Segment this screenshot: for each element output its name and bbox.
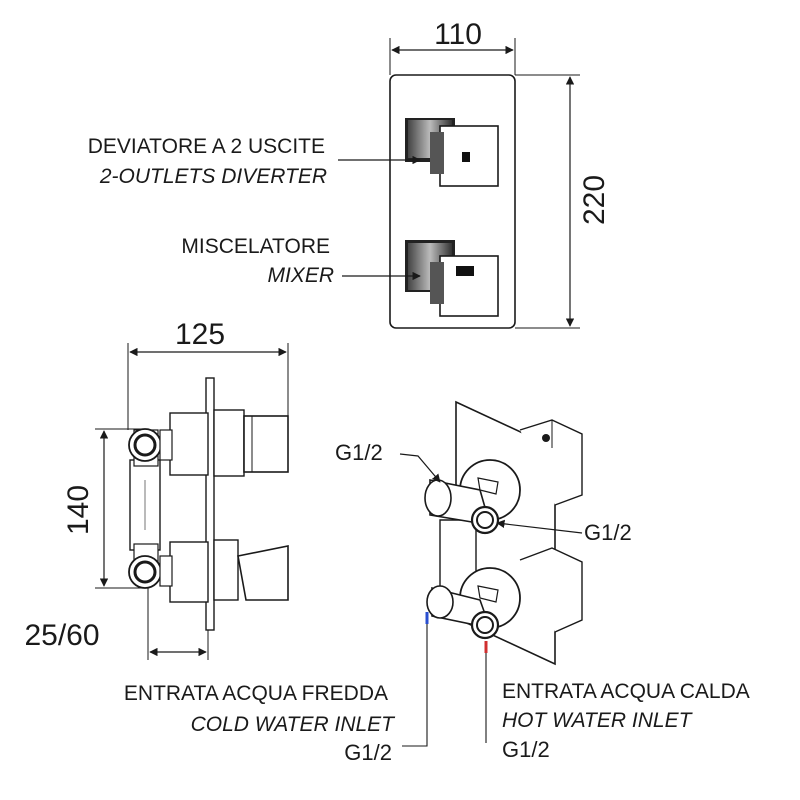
dimension-plate-width-label: 110 xyxy=(434,18,482,51)
outlet-top-leader xyxy=(399,453,441,483)
dimension-body-depth-label: 125 xyxy=(175,318,225,351)
front-view: 110 220 DEVIATORE A 2 USCITE 2-OUTLETS D… xyxy=(88,18,611,329)
dimension-body-depth: 125 xyxy=(127,318,289,430)
perspective-view: G1/2 G1/2 xyxy=(335,400,632,747)
dimension-wall-depth: 25/60 xyxy=(24,588,209,660)
dimension-inlet-spacing-label: 140 xyxy=(62,485,95,535)
outlet-top-thread-label: G1/2 xyxy=(335,440,383,465)
cold-label-it: ENTRATA ACQUA FREDDA xyxy=(124,682,388,705)
dimension-wall-depth-label: 25/60 xyxy=(24,619,99,652)
cold-inlet-leader xyxy=(402,612,429,747)
dimension-inlet-spacing: 140 xyxy=(62,428,145,589)
cold-label-en: COLD WATER INLET xyxy=(191,713,397,736)
hot-label-en: HOT WATER INLET xyxy=(502,709,694,732)
outlet-right-thread-label: G1/2 xyxy=(584,520,632,545)
side-view: 125 140 25/60 xyxy=(24,318,289,660)
diverter-handle xyxy=(405,118,499,187)
perspective-outlet-right xyxy=(470,505,500,535)
hot-thread-label: G1/2 xyxy=(502,737,550,762)
dimension-plate-height: 220 xyxy=(515,74,611,329)
dimension-plate-width: 110 xyxy=(389,18,516,75)
diverter-label-it: DEVIATORE A 2 USCITE xyxy=(88,135,325,158)
side-plate xyxy=(205,377,215,631)
mixer-label-it: MISCELATORE xyxy=(181,235,330,258)
cold-thread-label: G1/2 xyxy=(344,740,392,765)
outlet-right-leader xyxy=(496,519,583,534)
diverter-label-en: 2-OUTLETS DIVERTER xyxy=(99,165,327,188)
mixer-label-en: MIXER xyxy=(267,264,334,287)
perspective-hot-inlet xyxy=(470,610,500,640)
dimension-plate-height-label: 220 xyxy=(578,175,611,225)
hot-label-it: ENTRATA ACQUA CALDA xyxy=(502,680,750,703)
